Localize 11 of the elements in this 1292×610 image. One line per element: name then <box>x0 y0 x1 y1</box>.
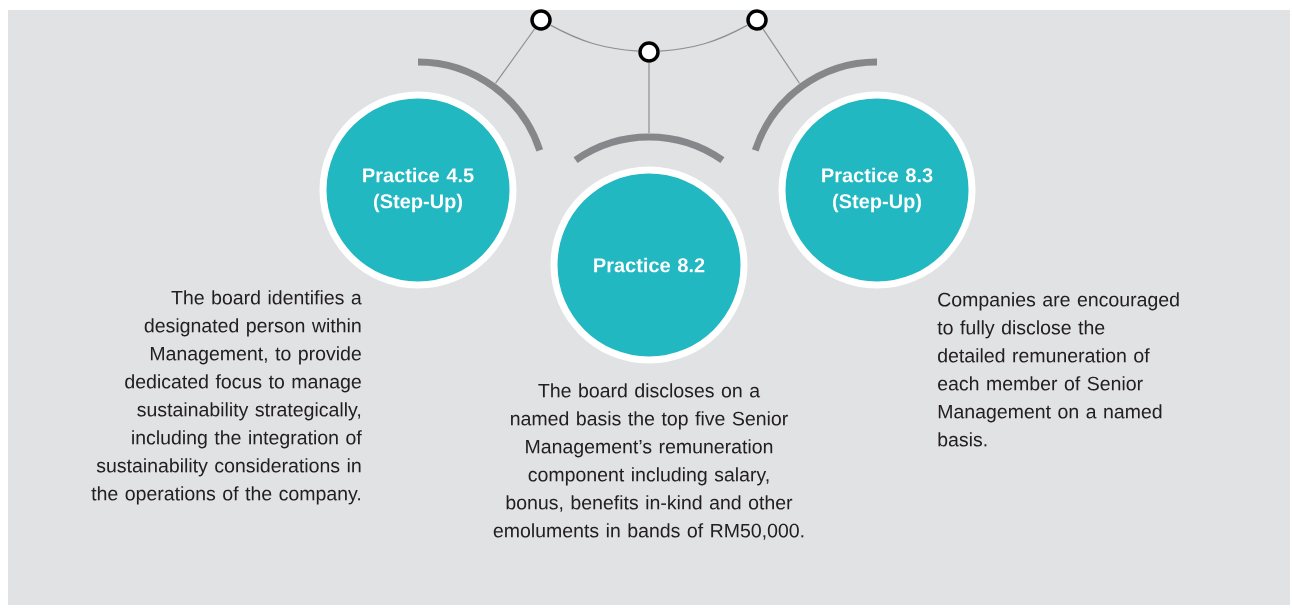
connector-dot <box>746 9 768 31</box>
connector-dot <box>530 9 552 31</box>
description-text: The board discloses on a named basis the top five Senior Management’s remuneration component including salary, bonus, benefits in-kind and other emoluments in bands of RM50,000. <box>493 383 804 540</box>
connector-line <box>648 62 650 134</box>
description-text: The board identifies a designated person within Management, to provide dedicated focus to manage sustainability strategically, including the integration of sustainability considerations in the operations of the company. <box>91 290 362 505</box>
connector-line <box>659 24 749 52</box>
connector-line <box>549 24 639 52</box>
connector-line <box>495 28 536 84</box>
connector-line <box>762 28 800 84</box>
description-text: Companies are encouraged to fully disclose the detailed remuneration of each member of Senior Management on a named basis. <box>937 292 1179 447</box>
connector-dot <box>638 41 660 63</box>
